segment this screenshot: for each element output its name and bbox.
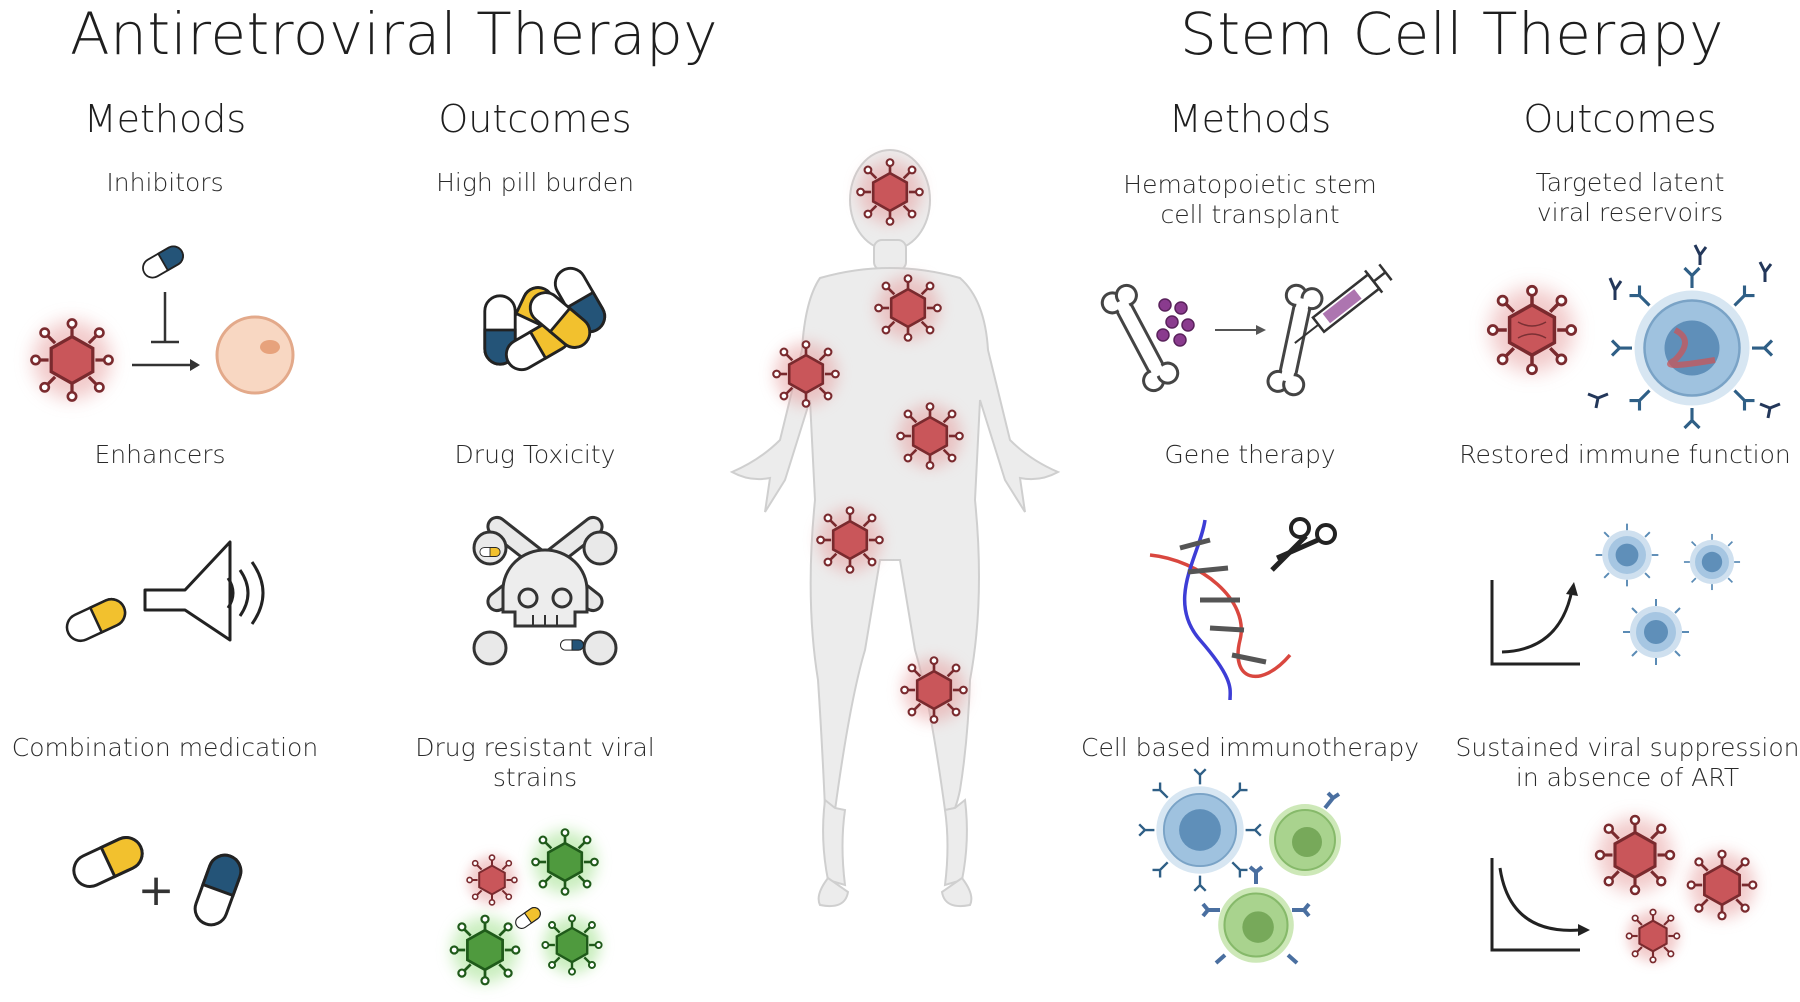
art-method-label: Enhancers (94, 440, 226, 469)
art-method-label: Combination medication (11, 733, 319, 762)
inhibitors-icon (31, 241, 295, 401)
viral-suppression-graph-icon (1490, 816, 1756, 963)
stem-outcome-label: Restored immune function (1459, 440, 1791, 469)
stem-title: Stem Cell Therapy (1180, 0, 1724, 68)
combination-medication-icon: + (67, 830, 247, 931)
art-outcome-label: Drug resistant viral strains (415, 733, 655, 792)
art-outcomes-heading: Outcomes (438, 97, 632, 141)
gene-therapy-dna-icon (1149, 517, 1337, 701)
human-body-icon (729, 149, 1061, 908)
enhancers-icon (61, 540, 265, 647)
stem-outcome-label: Sustained viral suppression in absence o… (1455, 733, 1800, 792)
stem-method-label: Cell based immunotherapy (1080, 733, 1419, 762)
stem-outcomes-heading: Outcomes (1523, 97, 1717, 141)
skull-crossbones-icon (472, 515, 618, 666)
art-outcome-label: Drug Toxicity (454, 440, 616, 469)
resistant-virus-icon (451, 829, 602, 984)
art-method-label: Inhibitors (106, 168, 224, 197)
svg-text:+: + (138, 865, 175, 916)
art-methods-heading: Methods (83, 97, 247, 141)
pill-burden-icon (483, 261, 612, 377)
art-title: Antiretroviral Therapy (70, 0, 719, 68)
stem-method-label: Hematopoietic stem cell transplant (1123, 170, 1377, 229)
stem-method-label: Gene therapy (1164, 440, 1336, 469)
stem-cell-transplant-icon (1097, 263, 1393, 399)
latent-reservoir-icon (1488, 244, 1781, 430)
stem-methods-heading: Methods (1168, 97, 1332, 141)
stem-outcome-label: Targeted latent viral reservoirs (1535, 168, 1725, 227)
immunotherapy-cells-icon (1138, 768, 1342, 965)
immune-recovery-graph-icon (1490, 522, 1741, 666)
art-outcome-label: High pill burden (436, 168, 634, 197)
